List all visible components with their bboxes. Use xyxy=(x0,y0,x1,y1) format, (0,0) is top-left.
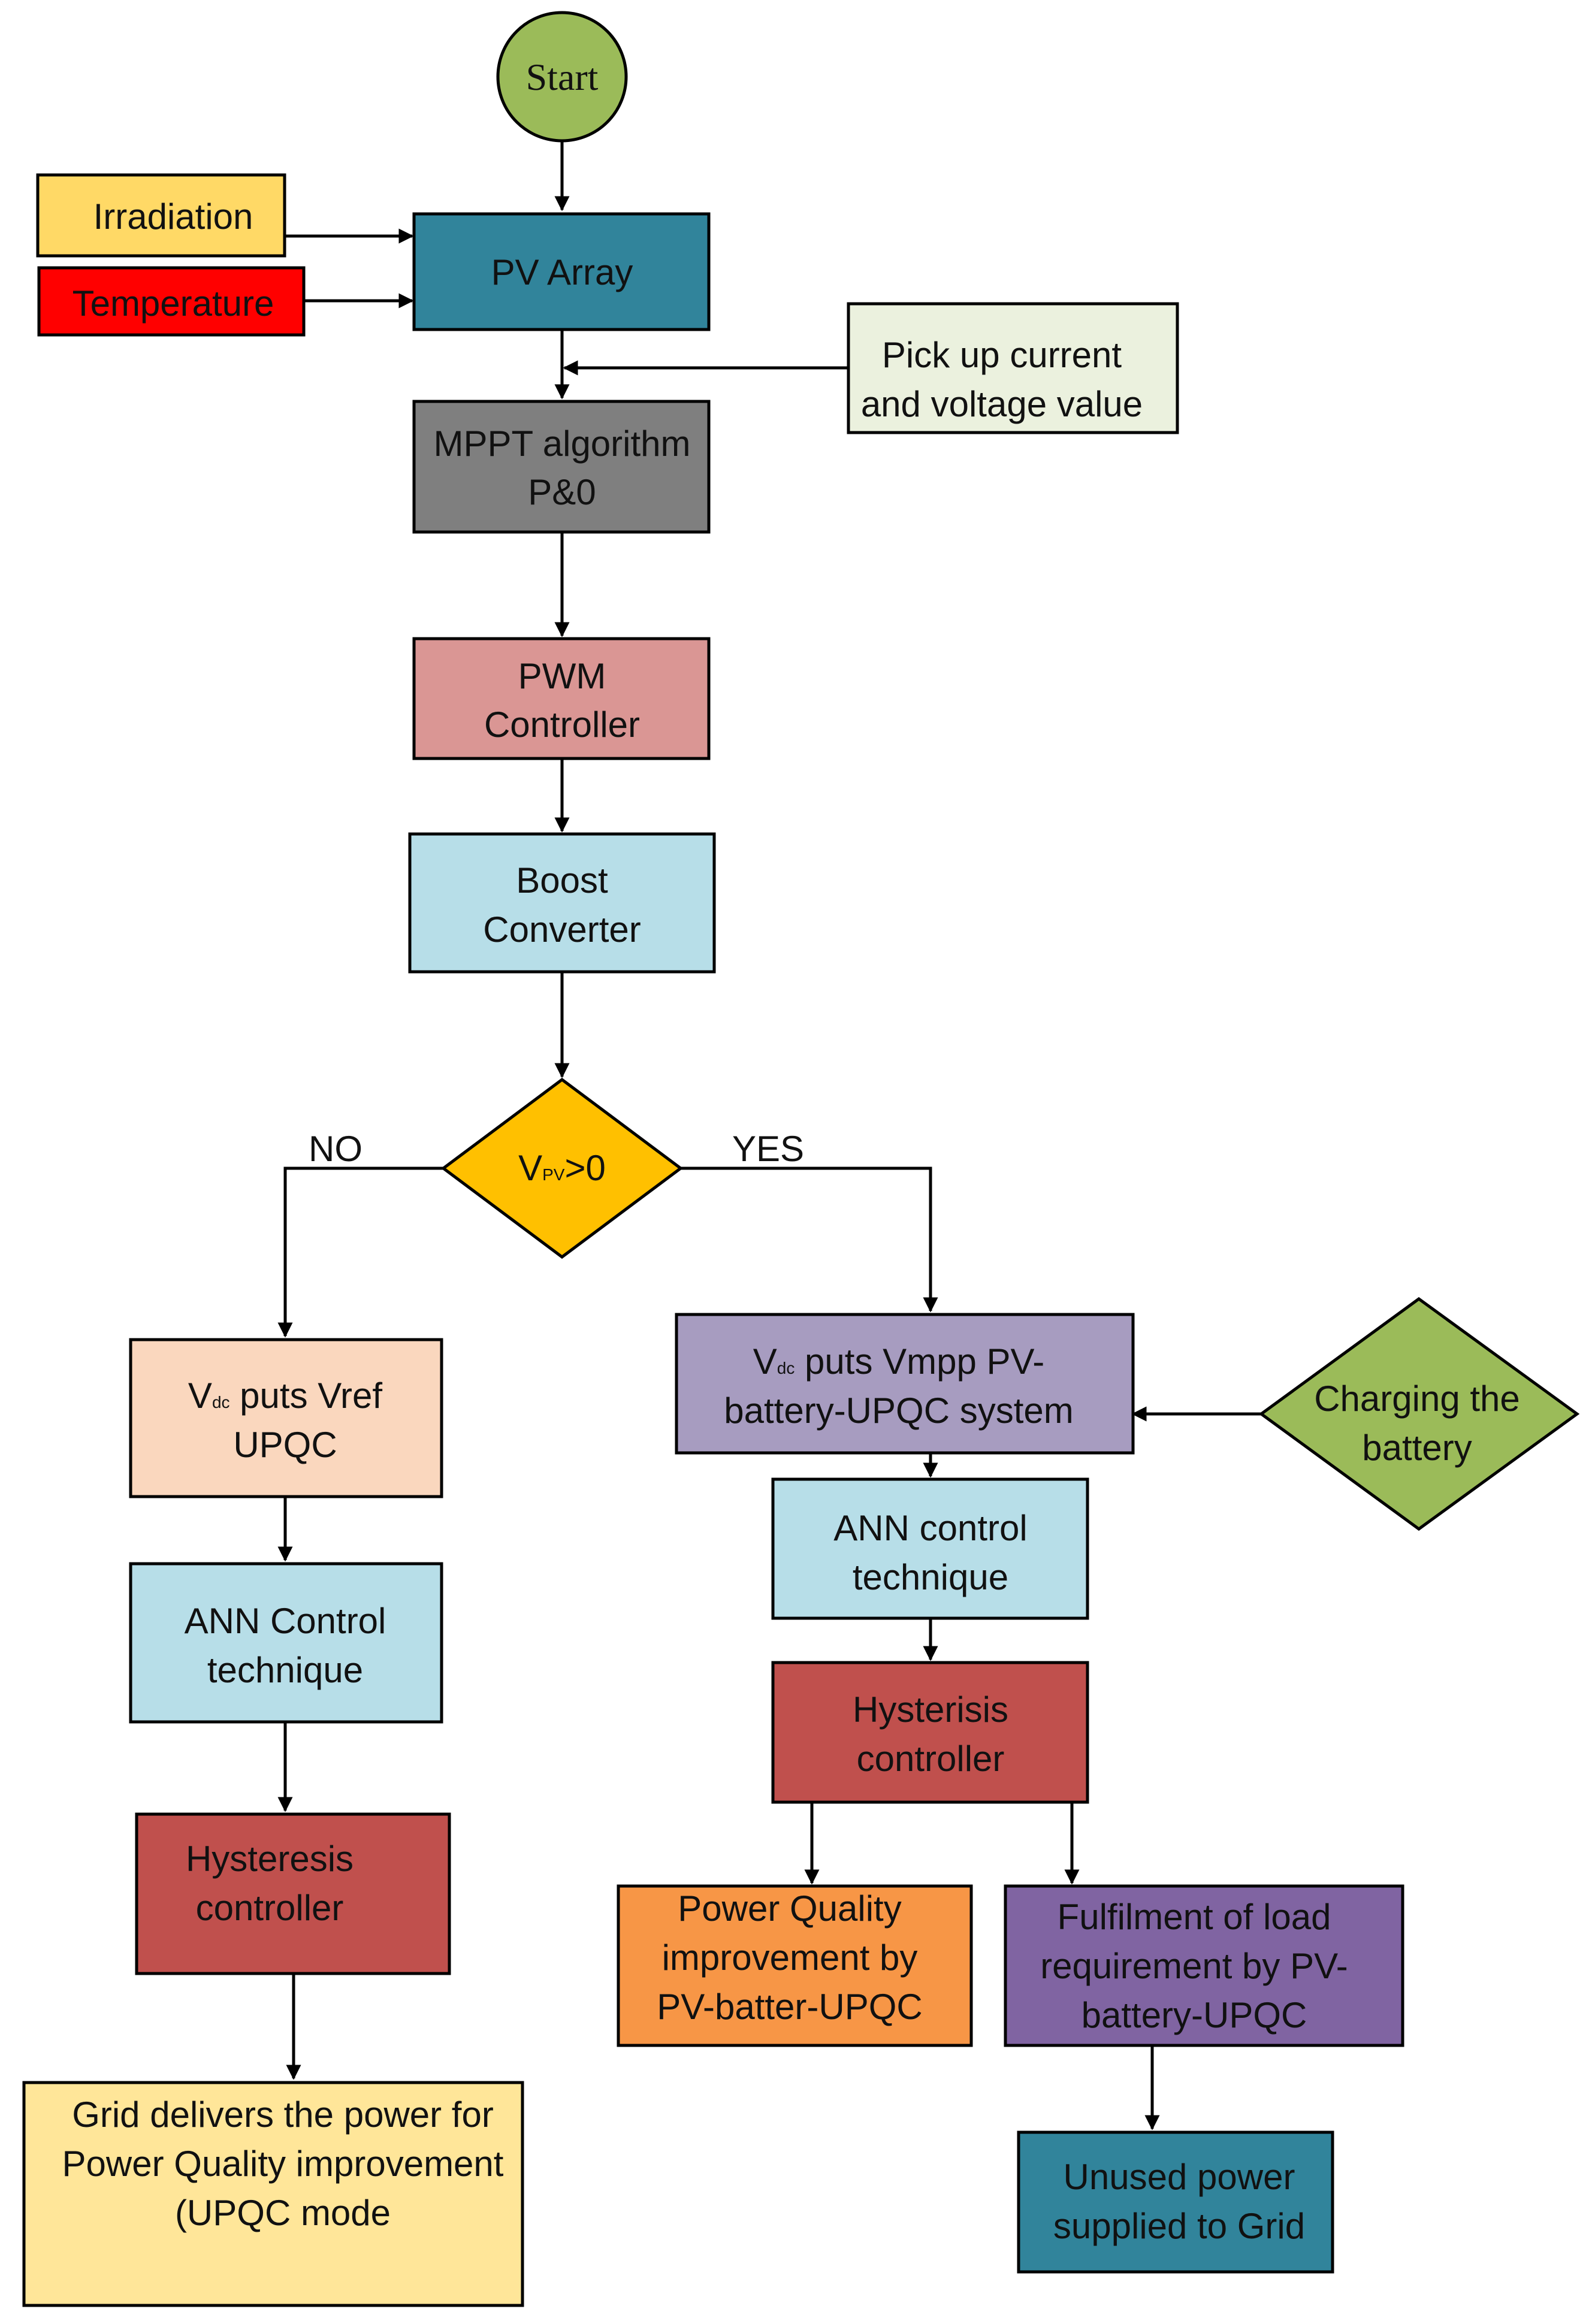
pq-improvement-box xyxy=(617,1884,973,2047)
boost-node: Boost Converter xyxy=(408,832,716,974)
grid-delivers-label-line3: (UPQC mode xyxy=(175,2193,391,2233)
irradiation-label: Irradiation xyxy=(93,197,253,237)
temperature-node: Temperature xyxy=(37,266,306,337)
charging-diamond xyxy=(1258,1297,1580,1531)
pwm-label-line2: Controller xyxy=(484,705,640,745)
left-vdc-label-line2: UPQC xyxy=(233,1425,337,1465)
temperature-label: Temperature xyxy=(72,283,274,324)
edge-decision-yes xyxy=(681,1166,938,1313)
right-vdc-box xyxy=(675,1313,1135,1455)
decision-label: VPV>0 xyxy=(518,1148,606,1188)
boost-label-line2: Converter xyxy=(483,909,641,950)
fulfilment-label-line3: battery-UPQC xyxy=(1082,1995,1307,2035)
left-ann-node: ANN Control technique xyxy=(129,1562,443,1724)
branch-yes-label: YES xyxy=(732,1129,804,1169)
pv-array-box xyxy=(412,212,711,331)
boost-label-line1: Boost xyxy=(516,860,608,900)
decision-diamond xyxy=(440,1077,684,1259)
right-vdc-label-line1: Vdc puts Vmpp PV- xyxy=(753,1341,1044,1382)
pickup-box xyxy=(847,302,1179,434)
pq-improvement-node: Power Quality improvement by PV-batter-U… xyxy=(617,1884,973,2047)
right-vdc-label-line2: battery-UPQC system xyxy=(724,1391,1073,1431)
start-node: Start xyxy=(496,11,628,143)
right-ann-label-line1: ANN control xyxy=(833,1508,1027,1548)
right-ann-node: ANN control technique xyxy=(771,1477,1089,1620)
grid-delivers-label-line1: Grid delivers the power for xyxy=(72,2095,494,2135)
left-vdc-node: Vdc puts Vref UPQC xyxy=(129,1338,443,1498)
pickup-node: Pick up current and voltage value xyxy=(847,302,1179,434)
left-hysteresis-box xyxy=(135,1812,451,1975)
start-circle xyxy=(496,11,628,143)
mppt-label-line2: P&0 xyxy=(528,472,596,512)
grid-delivers-label-line2: Power Quality improvement xyxy=(62,2144,504,2184)
unused-power-node: Unused power supplied to Grid xyxy=(1017,2130,1334,2274)
unused-power-label-line1: Unused power xyxy=(1064,2157,1295,2197)
right-hysterisis-label-line1: Hysterisis xyxy=(853,1690,1008,1730)
connectors xyxy=(277,141,1261,2130)
fulfilment-label-line1: Fulfilment of load xyxy=(1058,1897,1331,1937)
pickup-label-line2: and voltage value xyxy=(861,384,1143,424)
edge-decision-no xyxy=(277,1166,443,1338)
decision-node: VPV>0 xyxy=(440,1077,684,1259)
pv-array-node: PV Array xyxy=(412,212,711,331)
fulfilment-box xyxy=(1004,1884,1404,2047)
pv-array-label: PV Array xyxy=(491,252,633,292)
left-vdc-box xyxy=(129,1338,443,1498)
branch-no-label: NO xyxy=(309,1129,362,1169)
mppt-box xyxy=(412,400,711,534)
left-ann-box xyxy=(129,1562,443,1724)
start-label: Start xyxy=(526,56,599,98)
right-hysterisis-node: Hysterisis controller xyxy=(771,1661,1089,1804)
left-hysteresis-label-line1: Hysteresis xyxy=(186,1839,354,1879)
pq-improvement-label-line3: PV-batter-UPQC xyxy=(657,1987,922,2027)
left-hysteresis-label-line2: controller xyxy=(196,1888,344,1928)
charging-label-line2: battery xyxy=(1362,1428,1472,1468)
left-ann-label-line1: ANN Control xyxy=(185,1601,386,1641)
pq-improvement-label-line2: improvement by xyxy=(662,1938,918,1978)
right-ann-label-line2: technique xyxy=(853,1557,1008,1597)
right-hysterisis-box xyxy=(771,1661,1089,1804)
grid-delivers-node: Grid delivers the power for Power Qualit… xyxy=(22,2081,524,2307)
charging-node: Charging the battery xyxy=(1258,1297,1580,1531)
unused-power-label-line2: supplied to Grid xyxy=(1053,2206,1305,2246)
temperature-box xyxy=(37,266,306,337)
pwm-label-line1: PWM xyxy=(518,656,606,696)
charging-label-line1: Charging the xyxy=(1314,1379,1520,1419)
pwm-box xyxy=(412,637,711,760)
grid-delivers-box xyxy=(22,2081,524,2307)
left-vdc-label-line1: Vdc puts Vref xyxy=(188,1376,383,1416)
unused-power-box xyxy=(1017,2130,1334,2274)
pwm-node: PWM Controller xyxy=(412,637,711,760)
mppt-label-line1: MPPT algorithm xyxy=(433,424,690,464)
fulfilment-node: Fulfilment of load requirement by PV- ba… xyxy=(1004,1884,1404,2047)
left-hysteresis-node: Hysteresis controller xyxy=(135,1812,451,1975)
right-vdc-node: Vdc puts Vmpp PV- battery-UPQC system xyxy=(675,1313,1135,1455)
right-hysterisis-label-line2: controller xyxy=(857,1739,1005,1779)
irradiation-box xyxy=(36,173,286,258)
right-ann-box xyxy=(771,1477,1089,1620)
pickup-label-line1: Pick up current xyxy=(882,335,1122,375)
irradiation-node: Irradiation xyxy=(36,173,286,258)
fulfilment-label-line2: requirement by PV- xyxy=(1040,1946,1348,1986)
mppt-node: MPPT algorithm P&0 xyxy=(412,400,711,534)
boost-box xyxy=(408,832,716,974)
pq-improvement-label-line1: Power Quality xyxy=(678,1888,901,1929)
left-ann-label-line2: technique xyxy=(207,1650,363,1690)
